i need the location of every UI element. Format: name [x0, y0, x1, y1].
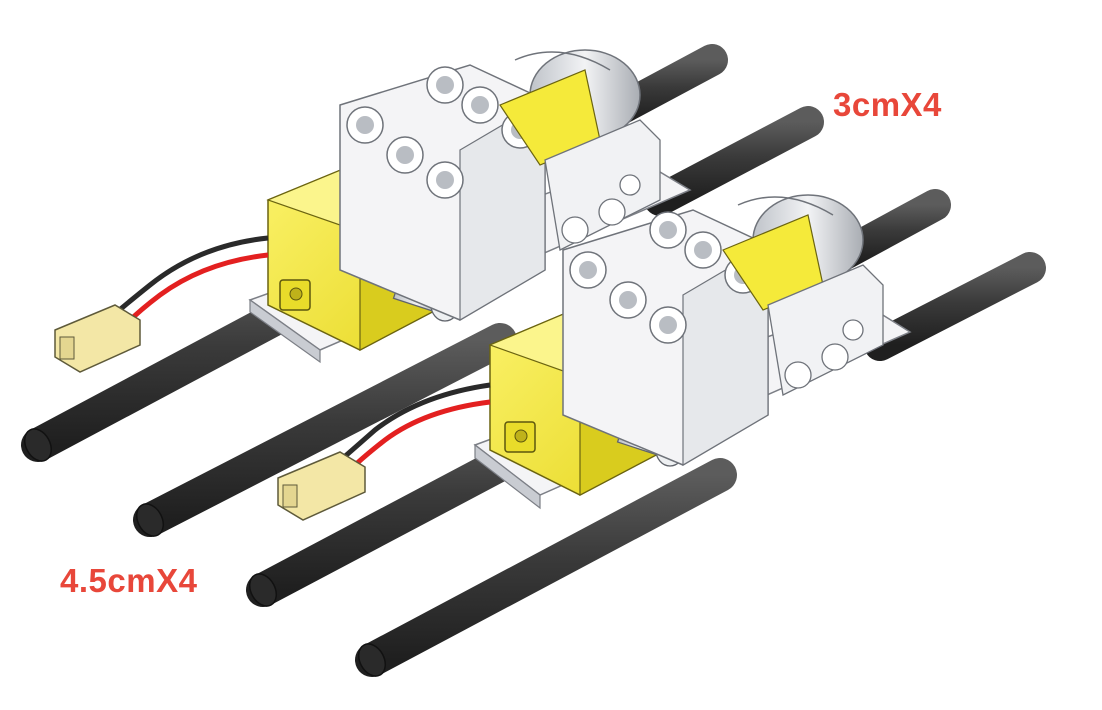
motor-module-front: [246, 189, 1046, 677]
long-rod-quantity-label: 4.5cmX4: [60, 562, 198, 599]
wire-connector-icon: [277, 382, 491, 521]
motor-module-back: [21, 44, 824, 537]
wire-connector-icon: [54, 235, 269, 373]
short-rod-quantity-label: 3cmX4: [833, 86, 942, 123]
